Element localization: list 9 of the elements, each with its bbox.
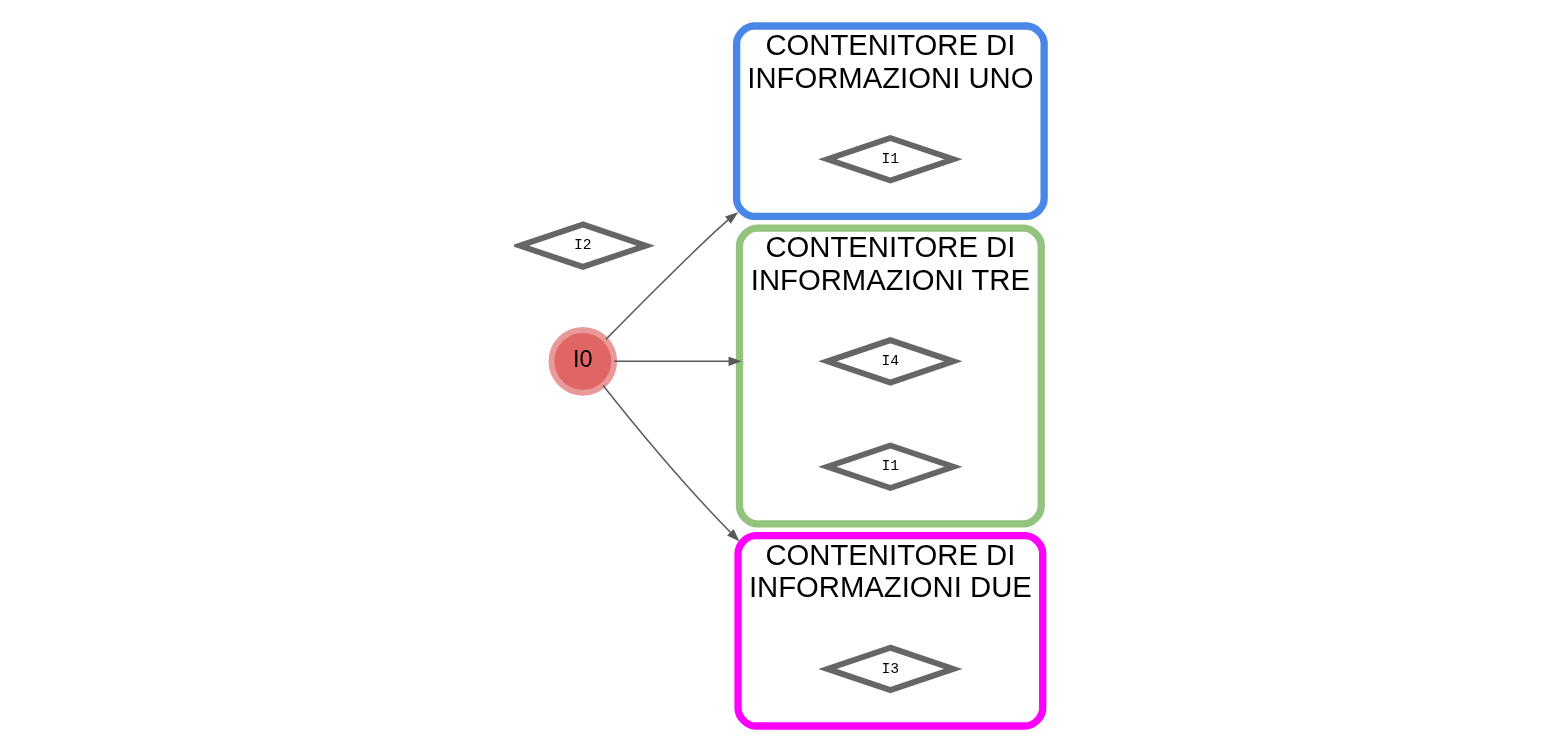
arrow bbox=[602, 384, 740, 542]
arrow bbox=[605, 212, 739, 341]
node-diamond: I1 bbox=[818, 134, 963, 184]
node-circle: I0 bbox=[548, 327, 618, 396]
arrow bbox=[613, 356, 742, 366]
node-diamond: I3 bbox=[818, 644, 963, 694]
node-diamond: I4 bbox=[818, 337, 963, 386]
node-diamond: I2 bbox=[514, 221, 655, 270]
node-diamond: I1 bbox=[818, 442, 963, 492]
